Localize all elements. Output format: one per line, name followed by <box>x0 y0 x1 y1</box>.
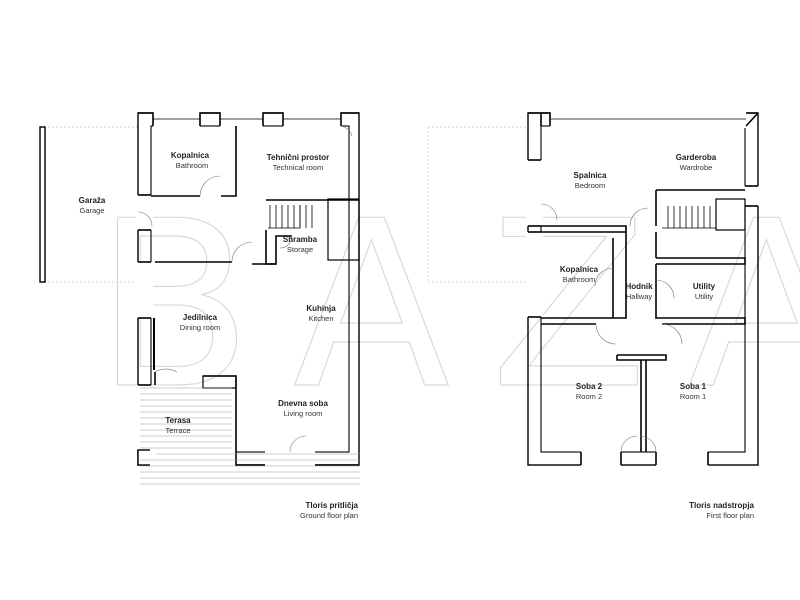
garage-wall <box>39 126 46 283</box>
room-name-utility: Utility <box>693 282 716 291</box>
ground-floor-plan: Kopalnica Bathroom Tehnični prostor Tech… <box>39 111 360 520</box>
room-name-garage: Garaža <box>79 196 106 205</box>
plan-title-ground: Tloris pritličja <box>306 501 359 510</box>
room-sub-living: Living room <box>284 409 323 418</box>
room-name-bathroom: Kopalnica <box>171 151 210 160</box>
room-sub-bedroom: Bedroom <box>575 181 605 190</box>
room-name-terrace: Terasa <box>165 416 191 425</box>
room-sub-terrace: Terrace <box>165 426 190 435</box>
room-sub-room1: Room 1 <box>680 392 706 401</box>
plan-subtitle-first: First floor plan <box>706 511 754 520</box>
room-name-storage: Shramba <box>283 235 318 244</box>
room-name-wardrobe: Garderoba <box>676 153 717 162</box>
room-name-bathroom-1f: Kopalnica <box>560 265 599 274</box>
room-sub-utility: Utility <box>695 292 714 301</box>
plan-subtitle-ground: Ground floor plan <box>300 511 358 520</box>
room-sub-dining: Dining room <box>180 323 220 332</box>
room-name-room2: Soba 2 <box>576 382 603 391</box>
room-sub-kitchen: Kitchen <box>308 314 333 323</box>
terrace-decking <box>140 387 360 485</box>
room-sub-room2: Room 2 <box>576 392 602 401</box>
first-floor-plan: Spalnica Bedroom Garderoba Wardrobe Kopa… <box>427 111 760 520</box>
room-name-living: Dnevna soba <box>278 399 328 408</box>
room-name-hallway: Hodnik <box>625 282 653 291</box>
room-sub-storage: Storage <box>287 245 313 254</box>
room-sub-bathroom: Bathroom <box>176 161 209 170</box>
room-sub-bathroom-1f: Bathroom <box>563 275 596 284</box>
room-sub-garage: Garage <box>79 206 104 215</box>
room-name-kitchen: Kuhinja <box>306 304 336 313</box>
plan-title-first: Tloris nadstropja <box>689 501 754 510</box>
room-name-technical: Tehnični prostor <box>267 153 330 162</box>
room-sub-hallway: Hallway <box>626 292 653 301</box>
room-sub-wardrobe: Wardrobe <box>680 163 713 172</box>
room-name-room1: Soba 1 <box>680 382 707 391</box>
room-sub-technical: Technical room <box>273 163 323 172</box>
room-name-bedroom: Spalnica <box>574 171 607 180</box>
watermark: BAZA <box>95 173 800 440</box>
room-name-dining: Jedilnica <box>183 313 218 322</box>
